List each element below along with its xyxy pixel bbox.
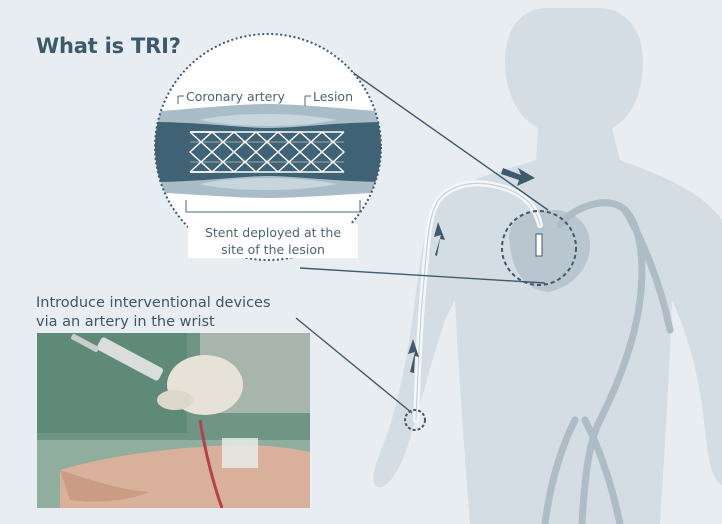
label-lesion: Lesion: [311, 89, 355, 104]
stent-caption: Stent deployed at the site of the lesion: [188, 224, 358, 258]
page-title: What is TRI?: [36, 34, 181, 58]
wrist-caption-line-2: via an artery in the wrist: [36, 313, 271, 332]
stent-marker: [536, 234, 542, 256]
label-coronary-artery: Coronary artery: [184, 89, 287, 104]
wrist-procedure-photo: [37, 333, 310, 508]
wrist-caption: Introduce interventional devices via an …: [36, 294, 271, 332]
stent-caption-line-1: Stent deployed at the: [188, 224, 358, 241]
stent-caption-line-2: site of the lesion: [188, 241, 358, 258]
wrist-caption-line-1: Introduce interventional devices: [36, 294, 271, 313]
